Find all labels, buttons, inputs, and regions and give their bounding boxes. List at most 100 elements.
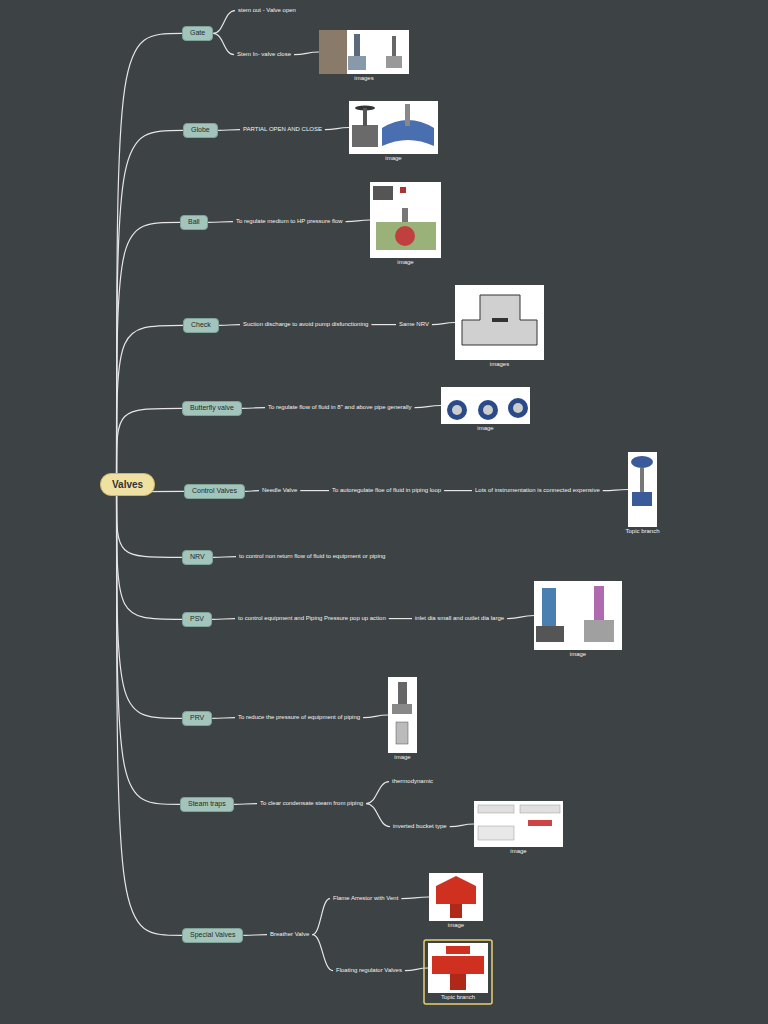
topic-text: NRV — [190, 553, 205, 562]
topic-text: Needle Valve — [262, 487, 297, 494]
branch-topic: Check — [183, 318, 219, 333]
picture-area — [474, 801, 563, 847]
branch-line — [415, 406, 441, 408]
spring — [594, 586, 604, 622]
topic-text: Suction discharge to avoid pump disfunct… — [243, 321, 368, 328]
topic-text: inlet dia small and outlet dia large — [415, 615, 504, 622]
subtopic-text: PARTIAL OPEN AND CLOSE — [240, 125, 325, 134]
subtopic-text: to control equipment and Piping Pressure… — [235, 614, 389, 623]
psv-picture — [534, 581, 622, 650]
disc — [492, 318, 508, 322]
valve-body — [386, 56, 402, 68]
picture-area — [319, 30, 409, 74]
topic-text: Flame Arrestor with Vent — [333, 895, 398, 902]
image-topic: images — [455, 285, 544, 369]
subtopic-text: To autoregulate floe of fluid in piping … — [329, 486, 444, 495]
valve-stem — [405, 104, 410, 126]
picture-ground — [428, 943, 488, 993]
branch-line — [218, 129, 240, 131]
picture-ground — [319, 30, 409, 74]
topic-text: Control Valves — [192, 487, 237, 496]
valve-photo — [373, 186, 393, 200]
topic-text: To regulate medium to HP pressure flow — [236, 218, 343, 225]
topic-text: Valves — [112, 478, 143, 491]
subtopic-text: To regulate flow of fluid in 8" and abov… — [265, 403, 415, 412]
valve-body — [542, 588, 556, 628]
topic-text: to control non return flow of fluid to e… — [239, 553, 385, 560]
globe-valve-picture — [349, 101, 438, 154]
branch-line — [450, 824, 474, 827]
branch-topic: Gate — [182, 26, 213, 41]
image-caption: image — [419, 922, 493, 929]
picture-ground — [370, 182, 441, 258]
branch-topic: Control Valves — [184, 484, 245, 499]
branch-line — [401, 897, 429, 899]
topic-text: PRV — [190, 714, 204, 723]
branch-line — [234, 803, 257, 805]
control-valve-picture — [628, 452, 657, 527]
valve-stem — [402, 208, 408, 222]
topic-text: Same NRV — [399, 321, 429, 328]
valve-body — [632, 492, 652, 506]
branch-line — [432, 323, 455, 325]
branch-line — [117, 325, 183, 473]
picture-ground — [388, 677, 417, 753]
branch-line — [212, 717, 235, 719]
butterfly-valve-picture — [441, 387, 530, 424]
diagram-note — [478, 826, 514, 840]
branch-line — [294, 52, 319, 55]
gate-valve-picture — [319, 30, 409, 74]
picture-ground — [441, 387, 530, 424]
valve-photo — [319, 30, 347, 74]
topic-text: thermodynamic — [392, 778, 433, 785]
image-topic: Topic branch — [428, 943, 488, 1002]
picture-ground — [349, 101, 438, 154]
topic-text: Floating regulator Valves — [336, 967, 402, 974]
ball — [395, 226, 415, 246]
valve-stem — [363, 108, 367, 126]
image-topic: image — [349, 101, 438, 163]
picture-ground — [628, 452, 657, 527]
disc — [483, 405, 493, 415]
vent-hood — [436, 876, 476, 886]
branch-line — [242, 407, 265, 409]
branch-line — [371, 324, 396, 325]
branch-topic: Special Valves — [182, 928, 243, 943]
branch-line — [117, 130, 183, 473]
subtopic-text: stem out - Valve open — [235, 6, 299, 15]
branch-line — [245, 490, 259, 492]
valve-body — [447, 400, 467, 420]
branch-line — [117, 496, 182, 557]
subtopic-text: To clear condensate steam from piping — [257, 799, 366, 808]
picture-area — [441, 387, 530, 424]
branch-line — [507, 616, 534, 619]
image-caption: images — [309, 75, 419, 82]
picture-area — [628, 452, 657, 527]
branch-line — [213, 556, 236, 558]
branch-line — [213, 33, 234, 54]
image-caption: image — [339, 155, 448, 162]
branch-line — [389, 618, 412, 619]
image-caption: image — [524, 651, 632, 658]
branch-line — [117, 222, 180, 473]
topic-text: Butterfly valve — [190, 404, 234, 413]
branch-line — [366, 804, 390, 827]
image-topic: images — [319, 30, 409, 83]
branch-line — [213, 11, 235, 34]
picture-area — [534, 581, 622, 650]
branch-topic: Steam traps — [180, 797, 234, 812]
subtopic-text: Flame Arrestor with Vent — [330, 894, 401, 903]
branch-line — [219, 324, 240, 326]
subtopic-text: To reduce the pressure of equipment of p… — [235, 713, 363, 722]
branch-line — [300, 490, 329, 491]
valve-neck — [450, 974, 466, 990]
branch-topic: PRV — [182, 711, 212, 726]
image-caption: Topic branch — [418, 994, 498, 1001]
diagram-note — [520, 805, 560, 813]
central-topic: Valves — [100, 473, 155, 496]
disc — [452, 405, 462, 415]
prv-picture — [388, 677, 417, 753]
branch-line — [312, 935, 333, 971]
